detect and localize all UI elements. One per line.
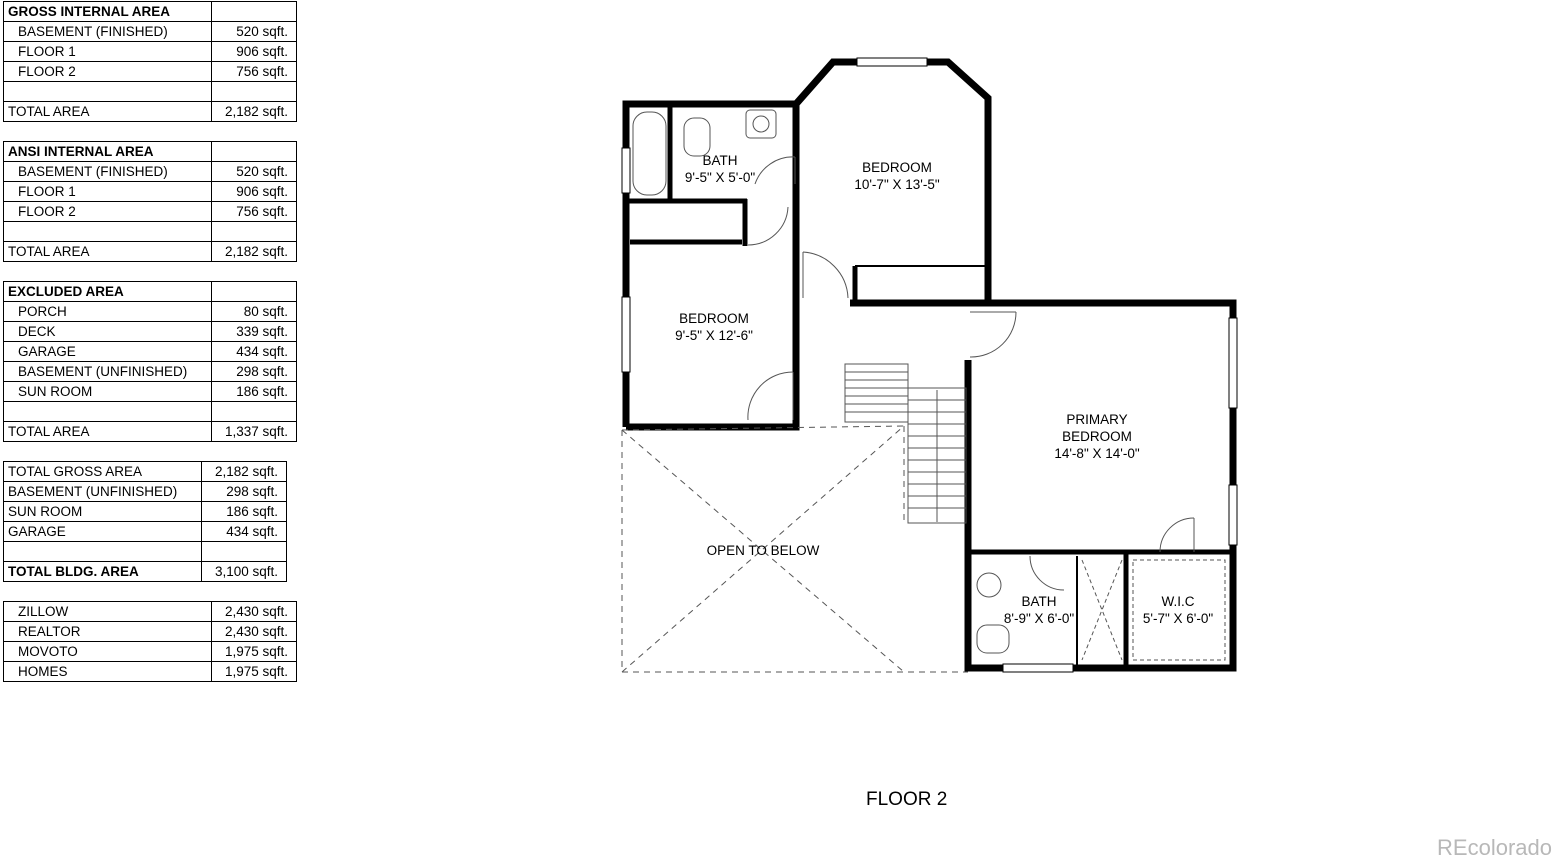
window-bath	[621, 147, 631, 194]
primary-name-1: PRIMARY	[1066, 412, 1127, 427]
door-bath	[754, 156, 796, 185]
primary-name-2: BEDROOM	[1062, 429, 1132, 444]
sink-icon	[745, 109, 777, 139]
open-to-below-area	[621, 425, 968, 673]
open-to-below-label: OPEN TO BELOW	[707, 543, 820, 558]
door-wic	[1159, 517, 1195, 553]
table-row	[3, 401, 297, 422]
table-row: BASEMENT (FINISHED)520 sqft.	[3, 21, 297, 42]
bedroom-w-dims: 9'-5" X 12'-6"	[675, 328, 753, 343]
wic-dims: 5'-7" X 6'-0"	[1143, 611, 1213, 626]
doors	[747, 156, 1195, 591]
door-bedroom-w	[747, 371, 794, 421]
area-label: GARAGE	[3, 521, 202, 542]
area-label: TOTAL AREA	[3, 421, 212, 442]
shower-diagonal-1	[1081, 559, 1123, 661]
area-label: PORCH	[3, 301, 212, 322]
door-closet	[747, 206, 789, 246]
area-value: 2,182 sqft.	[211, 241, 297, 262]
area-value: 2,182 sqft.	[211, 101, 297, 122]
floor-title: FLOOR 2	[866, 789, 948, 810]
area-label: TOTAL AREA	[3, 241, 212, 262]
area-value: 339 sqft.	[211, 321, 297, 342]
watermark-logo: REcolorado	[1437, 835, 1552, 860]
area-value: 906 sqft.	[211, 41, 297, 62]
stairs	[844, 363, 967, 524]
toilet-icon	[683, 117, 711, 157]
table-row	[3, 541, 287, 562]
sink-bowl-icon	[752, 115, 770, 133]
area-label: TOTAL AREA	[3, 101, 212, 122]
area-value: 1,337 sqft.	[211, 421, 297, 442]
shower-diagonal-2	[1081, 559, 1123, 661]
fixtures	[632, 109, 1226, 661]
wic-shelving	[1132, 559, 1226, 661]
wall-bedroom-ne	[793, 58, 992, 303]
door-hall	[802, 251, 849, 299]
door-primary	[969, 311, 1017, 358]
area-value: 2,430 sqft.	[211, 601, 297, 622]
table-row: GROSS INTERNAL AREA	[3, 1, 297, 22]
toilet-primary-icon	[976, 624, 1010, 654]
window-primary-1	[1228, 317, 1238, 409]
area-value: 2,182 sqft.	[201, 461, 287, 482]
sink-primary-icon	[976, 572, 1002, 598]
stairs-upper	[844, 363, 909, 423]
bedroom-ne-dims: 10'-7" X 13'-5"	[854, 177, 939, 192]
area-label: ANSI INTERNAL AREA	[3, 141, 212, 162]
bedroom-ne-name: BEDROOM	[862, 160, 932, 175]
stairs-lower	[907, 387, 967, 524]
area-label: TOTAL BLDG. AREA	[3, 561, 202, 582]
window-primary-2	[1228, 484, 1238, 546]
bath-upper-dims: 9'-5" X 5'-0"	[685, 170, 755, 185]
bedroom-w-name: BEDROOM	[679, 311, 749, 326]
windows	[621, 57, 1238, 673]
window-primary-bath	[1002, 663, 1074, 673]
wall-bedroom-east	[626, 104, 800, 431]
area-value: 1,975 sqft.	[211, 641, 297, 662]
door-primary-bath	[1029, 555, 1065, 591]
interior-walls	[626, 104, 1230, 666]
area-label: TOTAL GROSS AREA	[3, 461, 202, 482]
wall-primary	[850, 299, 1237, 672]
table-row: ANSI INTERNAL AREA	[3, 141, 297, 162]
area-label: HOMES	[3, 661, 212, 682]
area-value: 3,100 sqft.	[201, 561, 287, 582]
window-ne	[856, 57, 928, 67]
bath-upper-name: BATH	[702, 153, 737, 168]
area-value: 906 sqft.	[211, 181, 297, 202]
bathtub-icon	[632, 111, 667, 196]
bath-primary-dims: 8'-9" X 6'-0"	[1004, 611, 1074, 626]
area-value: 756 sqft.	[211, 61, 297, 82]
primary-dims: 14'-8" X 14'-0"	[1054, 446, 1139, 461]
area-value: 1,975 sqft.	[211, 661, 297, 682]
wic-name: W.I.C	[1162, 594, 1195, 609]
bath-primary-name: BATH	[1021, 594, 1056, 609]
window-bedroom-w	[621, 296, 631, 373]
